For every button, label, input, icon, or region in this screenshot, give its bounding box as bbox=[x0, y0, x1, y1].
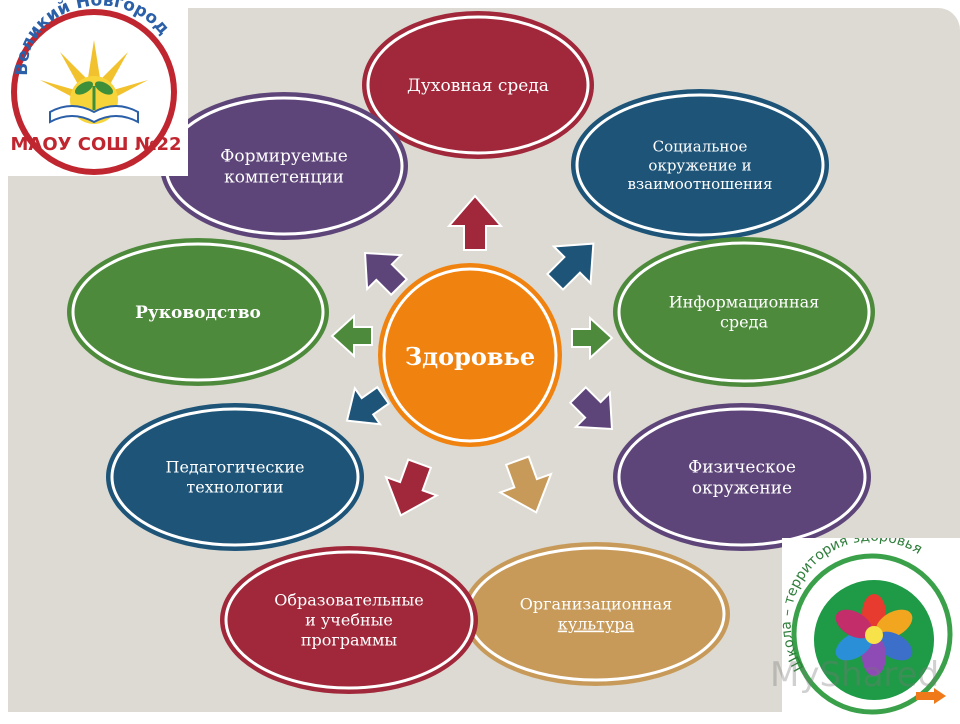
node-informacionnaya-label: среда bbox=[720, 313, 769, 332]
logo-bottom-text: МАОУ СОШ №22 bbox=[10, 134, 181, 155]
arrow-to-dukhovnaya bbox=[446, 194, 504, 251]
arrow-to-obrazovatelnye bbox=[384, 458, 440, 517]
sprout-icon bbox=[74, 81, 114, 110]
node-dukhovnaya-label: Духовная среда bbox=[407, 76, 549, 96]
arrow-to-organizacionnaya bbox=[497, 455, 553, 514]
center-node-label: Здоровье bbox=[405, 342, 535, 371]
node-obrazovatelnye-label: Образовательные bbox=[274, 591, 424, 610]
arrow-to-pedagogicheskie bbox=[345, 385, 391, 426]
node-pedagogicheskie-label: технологии bbox=[186, 478, 283, 497]
node-obrazovatelnye-label: программы bbox=[301, 631, 398, 650]
open-book-icon bbox=[49, 105, 139, 124]
node-rukovodstvo-label: Руководство bbox=[135, 303, 261, 323]
school-logo: Великий Новгород МАОУ СОШ №22 bbox=[0, 0, 188, 176]
flower-icon bbox=[835, 594, 913, 676]
arrow-to-fizicheskoe bbox=[568, 385, 614, 431]
node-organizacionnaya-label: Организационная bbox=[520, 595, 672, 614]
node-formiruemye-label: Формируемые bbox=[220, 146, 348, 166]
node-dukhovnaya: Духовная среда bbox=[362, 11, 594, 159]
node-formiruemye-label: компетенции bbox=[224, 168, 344, 188]
node-fizicheskoe-label: Физическое bbox=[688, 457, 796, 477]
health-school-logo: Школа – территория здоровья bbox=[779, 529, 960, 720]
node-socialnoe-label: взаимоотношения bbox=[628, 175, 773, 193]
node-rukovodstvo: Руководство bbox=[67, 238, 329, 386]
node-socialnoe-label: Социальное bbox=[653, 138, 748, 156]
next-slide-arrow-icon[interactable] bbox=[916, 688, 946, 704]
arrow-to-formiruemye bbox=[363, 251, 409, 297]
node-organizacionnaya-link[interactable]: культура bbox=[558, 615, 635, 634]
watermark-text: MyShared bbox=[770, 655, 940, 695]
arrow-to-rukovodstvo bbox=[330, 313, 373, 359]
center-node: Здоровье bbox=[378, 263, 562, 447]
node-pedagogicheskie-label: Педагогические bbox=[165, 458, 304, 477]
node-obrazovatelnye-label: и учебные bbox=[305, 611, 393, 630]
arrow-to-informacionnaya bbox=[571, 315, 614, 361]
node-socialnoe-label: окружение и bbox=[648, 156, 751, 174]
node-fizicheskoe-label: окружение bbox=[692, 479, 792, 499]
node-informacionnaya-label: Информационная bbox=[669, 293, 820, 312]
arrow-to-socialnoe bbox=[546, 242, 595, 291]
